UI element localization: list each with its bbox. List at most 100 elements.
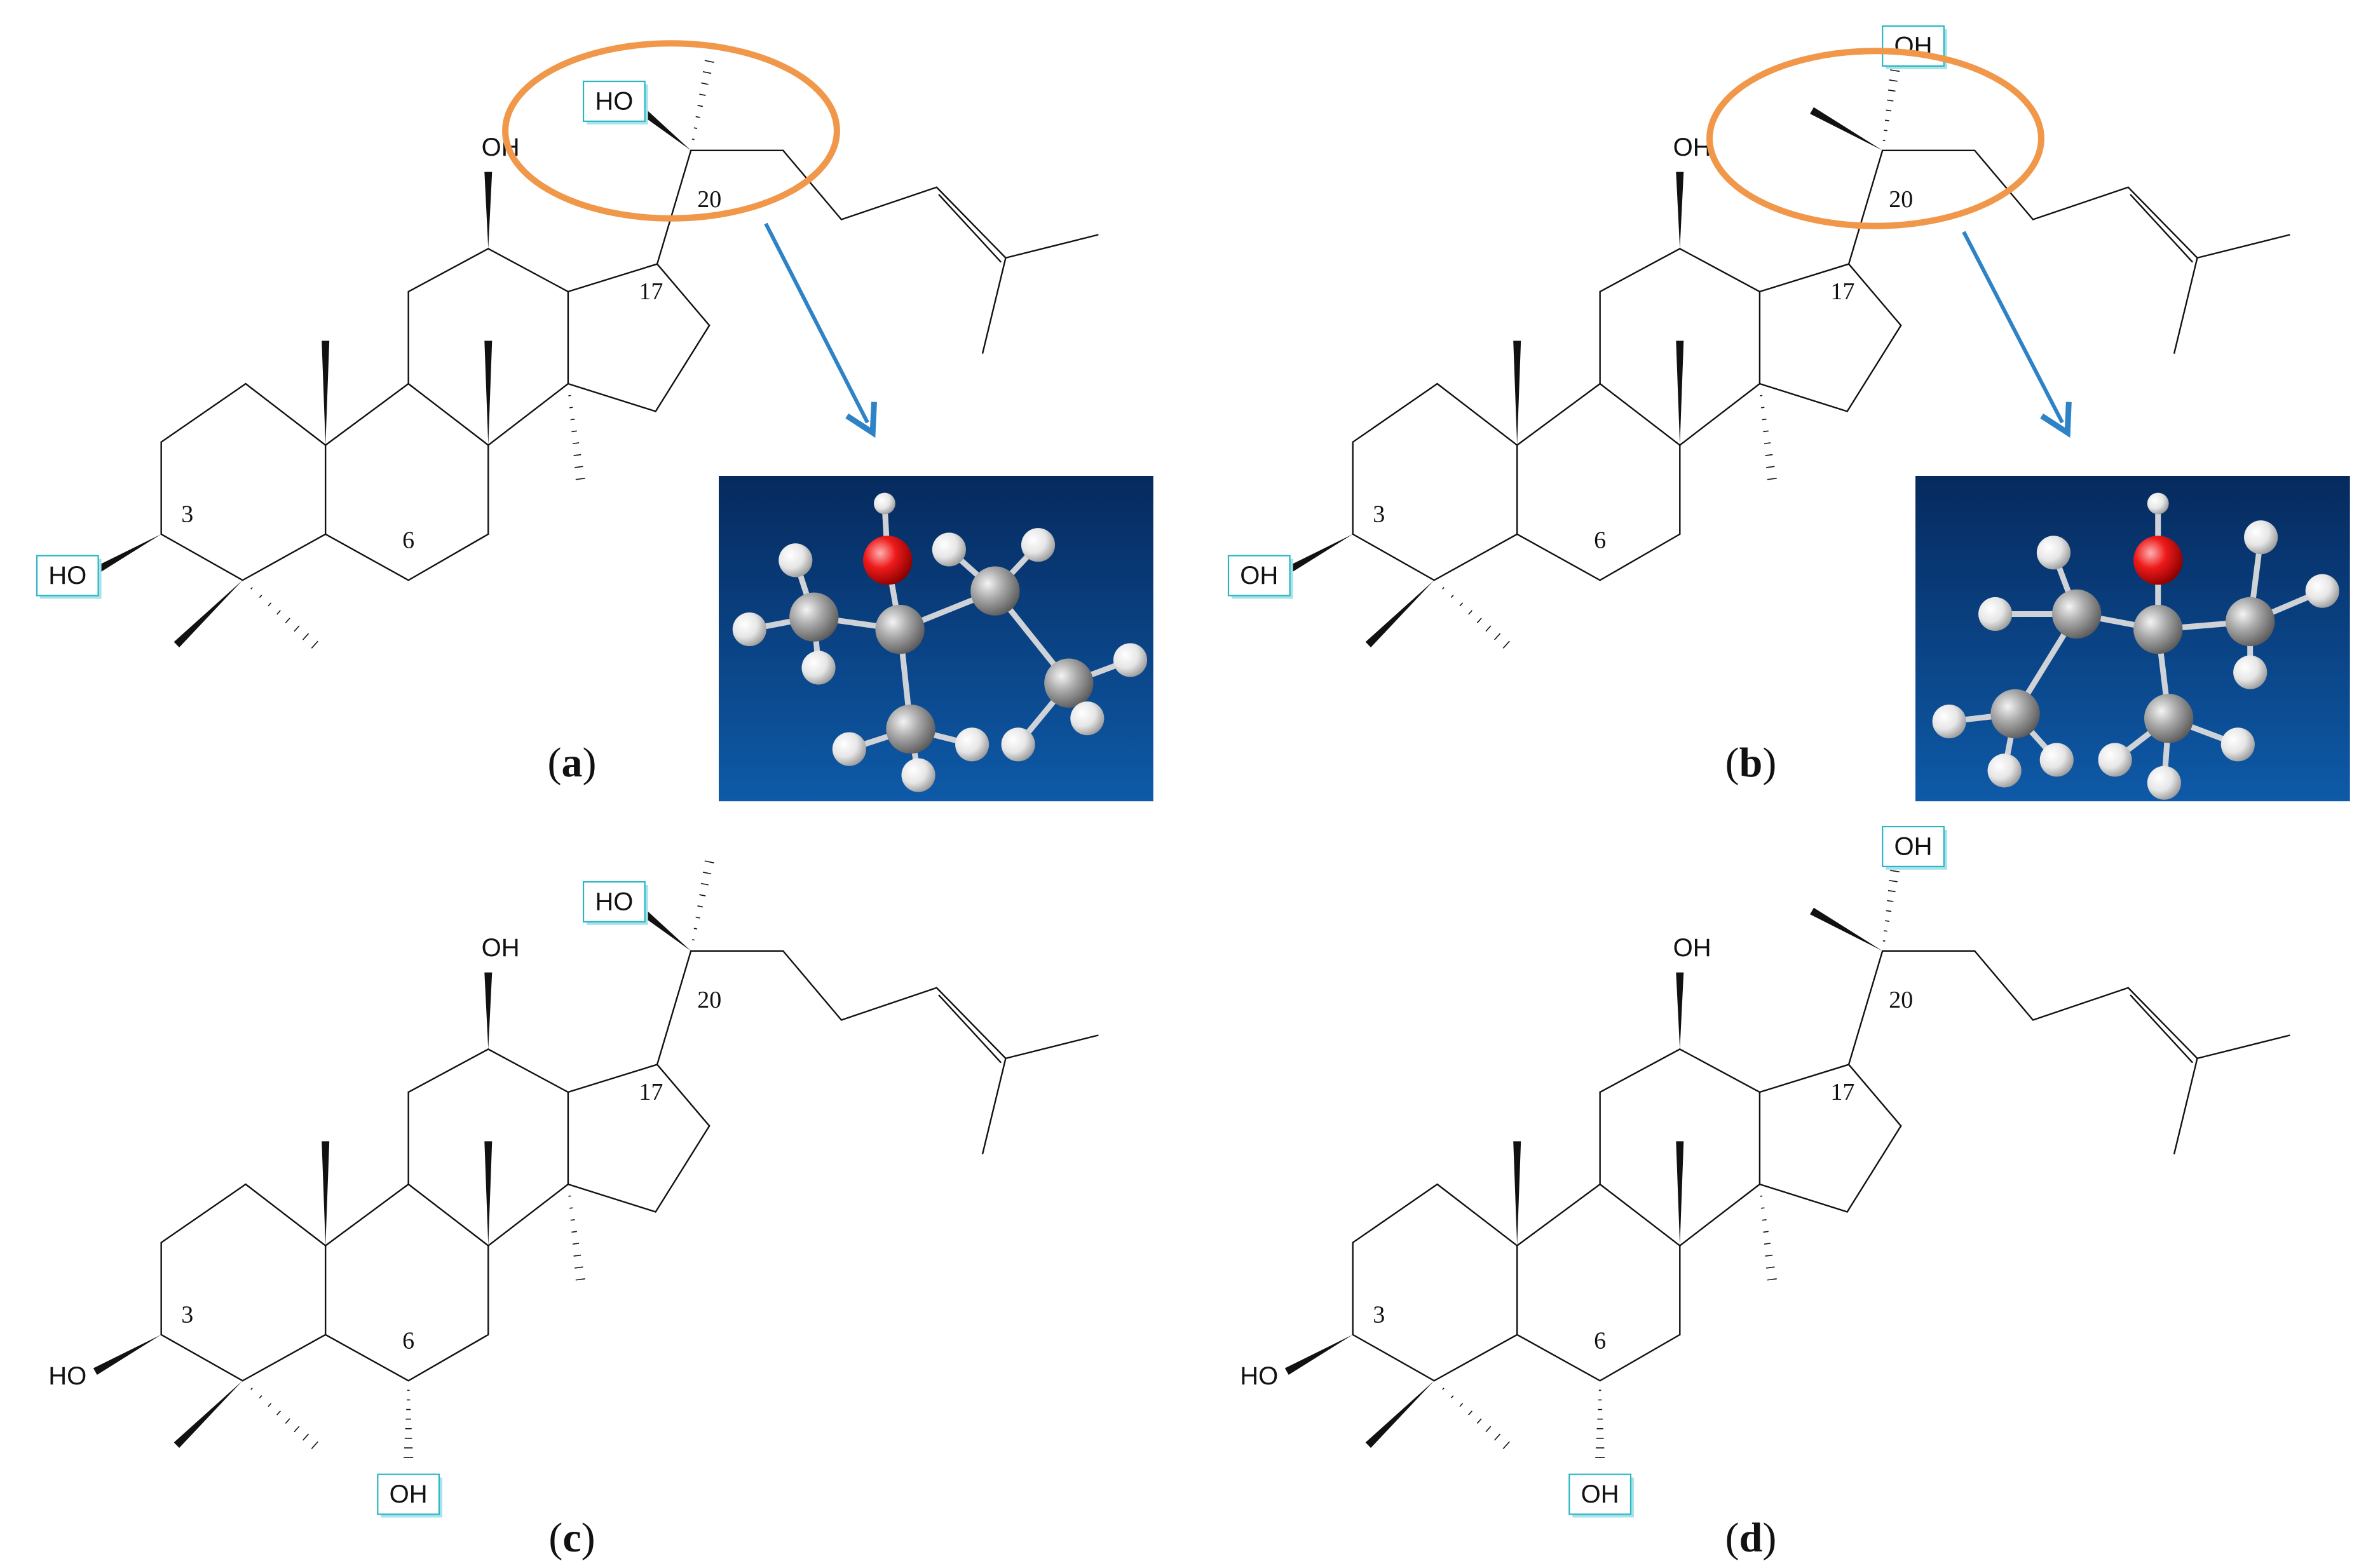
bond <box>982 257 1007 354</box>
hydrogen-atom-ball <box>1070 701 1105 736</box>
hydrogen-atom-ball <box>2233 655 2268 689</box>
hash-stroke <box>1468 610 1472 615</box>
hash-stroke <box>1494 633 1501 640</box>
bond <box>324 1183 409 1247</box>
carbon-atom-ball <box>2226 597 2275 647</box>
highlight-frame <box>1882 825 1945 867</box>
hydrogen-atom-ball <box>2220 727 2255 762</box>
bond <box>487 382 569 446</box>
hash-stroke <box>268 1403 272 1407</box>
hash-stroke <box>1459 602 1464 607</box>
bond <box>1433 533 1518 581</box>
methyl-hashed-c14 <box>1760 1195 1777 1281</box>
hash-stroke <box>699 93 706 96</box>
bond <box>487 1183 569 1247</box>
bond <box>567 1183 656 1213</box>
oh-label-c3: HO <box>48 1362 86 1390</box>
hash-stroke <box>701 82 709 85</box>
locant-6: 6 <box>1594 1327 1606 1354</box>
carbon-atom-ball <box>875 604 925 654</box>
bond <box>1973 149 2034 220</box>
double-bond-line <box>938 994 1002 1064</box>
highlight-frame <box>582 80 646 122</box>
bond <box>935 186 1007 259</box>
oh-hashed-c6 <box>404 1389 414 1458</box>
bond <box>407 1334 489 1382</box>
hash-stroke <box>1450 595 1454 598</box>
hydrogen-atom-ball <box>779 543 813 578</box>
bond <box>1352 382 1438 443</box>
hash-stroke <box>1766 466 1775 468</box>
oh-wedge-c3 <box>93 1334 161 1375</box>
bond <box>160 1183 247 1244</box>
panel-caption-a: (a) <box>548 740 597 786</box>
hash-stroke <box>1485 625 1492 632</box>
bond <box>1433 1334 1518 1382</box>
bond <box>2127 186 2198 259</box>
locant-17: 17 <box>639 278 663 305</box>
hydrogen-atom-ball <box>1113 643 1148 677</box>
oh-wedge-c12 <box>1676 972 1684 1050</box>
hash-stroke <box>573 454 581 456</box>
bond <box>782 149 843 220</box>
hash-stroke <box>575 478 585 480</box>
methyl-hashed-c14 <box>568 395 585 480</box>
hash-stroke <box>1761 407 1765 409</box>
bond <box>2173 1057 2198 1154</box>
carbon-atom-ball <box>1044 658 1094 708</box>
hash-stroke <box>704 860 714 863</box>
bond <box>1516 1183 1601 1247</box>
ball-and-stick-molecule <box>1932 492 2339 800</box>
ball-and-stick-model-panel <box>1915 476 2350 802</box>
hydroxyl-highlight-box <box>582 881 648 925</box>
bond <box>1516 533 1601 581</box>
bond <box>407 248 489 293</box>
bond <box>1846 324 1902 412</box>
methyl-wedge-c4 <box>1365 1381 1434 1449</box>
hash-stroke <box>1476 1418 1482 1424</box>
bond <box>1599 1334 1681 1382</box>
hash-stroke <box>1502 1441 1510 1449</box>
hash-stroke <box>1764 1243 1771 1245</box>
steroid-skeleton <box>1284 69 2290 649</box>
ball-and-stick-molecule <box>732 492 1148 792</box>
oh-wedge-c20 <box>639 107 691 151</box>
methyl-hashed-c20 <box>691 860 714 941</box>
methyl-wedge-c10 <box>1513 341 1521 445</box>
bond <box>1005 234 1099 259</box>
hydrogen-atom-ball <box>801 651 836 685</box>
panel-letter: d <box>1739 1515 1763 1561</box>
bond <box>982 1057 1007 1154</box>
methyl-hashed-c4 <box>1442 1388 1510 1449</box>
carbon-atom-ball <box>2052 589 2102 639</box>
hash-stroke <box>702 872 712 875</box>
hash-stroke <box>1450 1395 1454 1399</box>
hash-stroke <box>572 1243 580 1245</box>
oh-label-c20: HO <box>595 87 633 115</box>
bond <box>1436 1183 1518 1247</box>
hash-stroke <box>575 466 583 468</box>
methyl-wedge-c4 <box>1365 580 1434 648</box>
bond <box>1679 1183 1761 1247</box>
bond <box>241 533 327 581</box>
hydrogen-atom-ball <box>1932 704 1966 739</box>
hash-stroke <box>702 71 712 74</box>
methyl-wedge-c20 <box>1810 107 1883 151</box>
oh-wedge-c3 <box>1284 534 1353 574</box>
double-bond-line <box>2130 194 2193 263</box>
hydrogen-atom-ball <box>932 532 966 567</box>
bond <box>840 186 937 220</box>
hash-stroke <box>691 139 695 140</box>
methyl-wedge-c10 <box>1513 1141 1521 1246</box>
bond <box>1847 149 1884 265</box>
hash-stroke <box>1476 618 1482 623</box>
bond <box>2196 234 2290 259</box>
bond <box>324 382 409 446</box>
oxygen-atom-ball <box>2133 536 2183 585</box>
hash-stroke <box>1468 1410 1472 1416</box>
oh-label-c6: OH <box>1581 1480 1619 1508</box>
bond <box>1516 1334 1601 1382</box>
bond <box>1758 1064 1850 1093</box>
